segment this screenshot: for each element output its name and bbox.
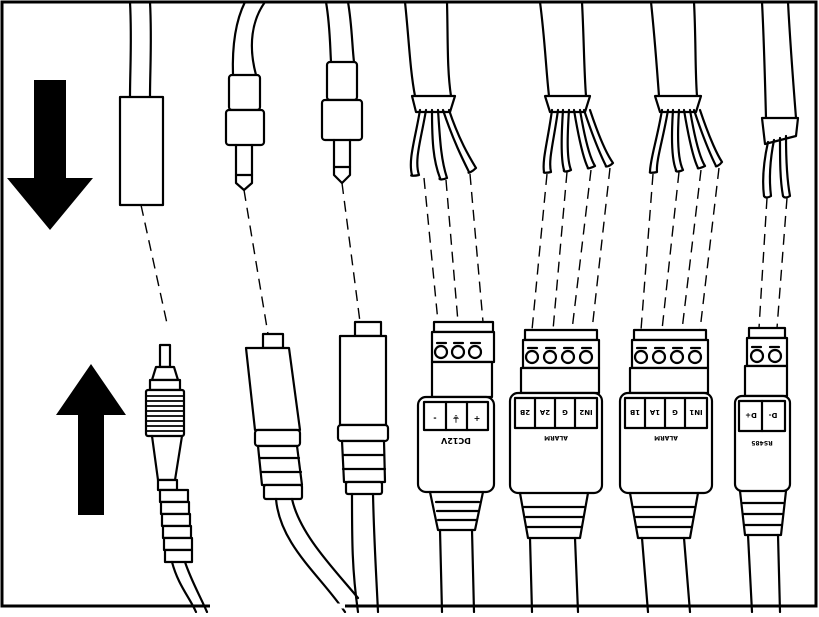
alarm2-terminal-connector [618, 328, 714, 614]
alarm1-wires-top [538, 0, 615, 174]
rs485-labels: D- D+ RS485 [745, 411, 777, 446]
alignment-guides [140, 167, 788, 335]
rca2-plug-top [320, 0, 364, 185]
rs485-pin-label: D+ [745, 411, 757, 419]
rs485-terminal-connector [733, 326, 792, 614]
alarm2-connector-label: ALARM [654, 434, 678, 441]
alarm2-pin-label: 1B [630, 408, 640, 416]
alarm2-labels: 1B 1A G IN1 ALARM [630, 408, 703, 441]
power-wires-top [403, 0, 478, 181]
rca2-jack [336, 320, 390, 614]
alarm2-pin-label: IN1 [689, 408, 702, 416]
power-terminal-connector [416, 320, 496, 614]
alarm2-pin-label: G [672, 408, 678, 416]
rca1-plug-top [224, 0, 267, 192]
alarm1-pin-label: 2A [539, 408, 550, 416]
arrow-down-icon [7, 80, 93, 230]
rs485-connector-label: RS485 [751, 439, 772, 446]
alarm1-pin-label: 2B [520, 408, 530, 416]
alarm2-pin-label: 1A [649, 408, 660, 416]
fiber-connector [144, 343, 209, 614]
power-connector-label: DC12V [440, 436, 471, 445]
power-labels: - ⏚ + DC12V [433, 414, 480, 445]
alarm1-pin-label: G [562, 408, 568, 416]
power-pin-label: ⏚ [452, 414, 460, 423]
fiber-cable-top [118, 0, 165, 207]
alarm1-pin-label: IN2 [579, 408, 592, 416]
power-pin-label: - [433, 414, 436, 423]
arrow-up-icon [56, 364, 126, 515]
rca1-jack [244, 332, 360, 614]
alarm2-wires-top [648, 0, 724, 174]
alarm1-connector-label: ALARM [544, 434, 568, 441]
rs485-pin-label: D- [768, 411, 777, 419]
rs485-wires-top [760, 0, 800, 199]
alarm1-terminal-connector [508, 328, 604, 614]
power-pin-label: + [474, 414, 481, 423]
alarm1-labels: 2B 2A G IN2 ALARM [520, 408, 593, 441]
